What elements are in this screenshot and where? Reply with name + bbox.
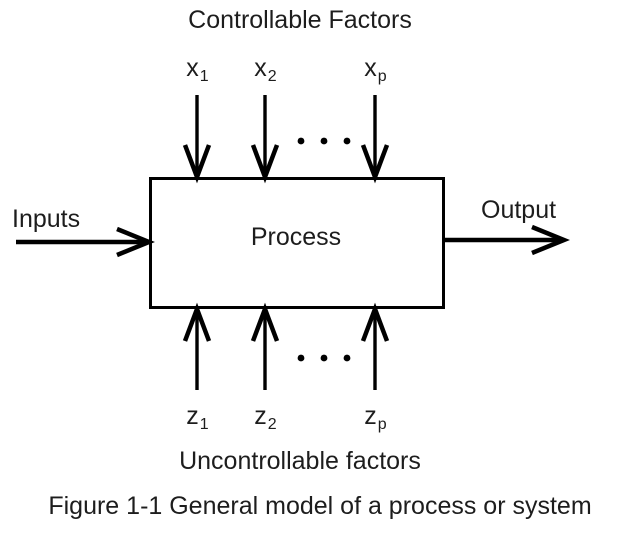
bottom-ellipsis-icon [297, 354, 351, 362]
factor-base-z1: z [186, 402, 199, 430]
factor-base-zp: z [364, 402, 377, 430]
controllable-factors-title: Controllable Factors [188, 6, 412, 34]
controllable-arrow-x1 [182, 95, 212, 184]
process-box-label: Process [250, 223, 342, 251]
factor-subscript-zp: p [377, 416, 387, 433]
factor-label-z2: z2 [254, 402, 276, 433]
factor-subscript-x1: 1 [199, 68, 209, 85]
uncontrollable-factors-label: Uncontrollable factors [179, 447, 421, 475]
controllable-arrow-x2 [250, 95, 280, 184]
factor-base-xp: x [364, 54, 377, 82]
controllable-arrow-xp [360, 95, 390, 184]
factor-label-x2: x2 [254, 54, 276, 85]
figure-caption: Figure 1-1 General model of a process or… [48, 492, 592, 520]
top-ellipsis-icon [297, 137, 351, 145]
factor-subscript-x2: 2 [267, 68, 277, 85]
factor-base-x2: x [254, 54, 267, 82]
inputs-arrow [16, 226, 155, 258]
output-arrow [444, 224, 570, 256]
uncontrollable-arrow-z2 [250, 302, 280, 390]
factor-label-z1: z1 [186, 402, 208, 433]
factor-subscript-z1: 1 [199, 416, 209, 433]
process-box [149, 177, 445, 309]
uncontrollable-arrow-zp [360, 302, 390, 390]
uncontrollable-arrow-z1 [182, 302, 212, 390]
factor-label-xp: xp [364, 54, 386, 85]
factor-base-x1: x [186, 54, 199, 82]
factor-label-zp: zp [364, 402, 386, 433]
inputs-label: Inputs [12, 205, 81, 233]
factor-subscript-z2: 2 [267, 416, 277, 433]
factor-label-x1: x1 [186, 54, 208, 85]
factor-base-z2: z [254, 402, 267, 430]
output-label: Output [481, 196, 557, 224]
factor-subscript-xp: p [377, 68, 387, 85]
